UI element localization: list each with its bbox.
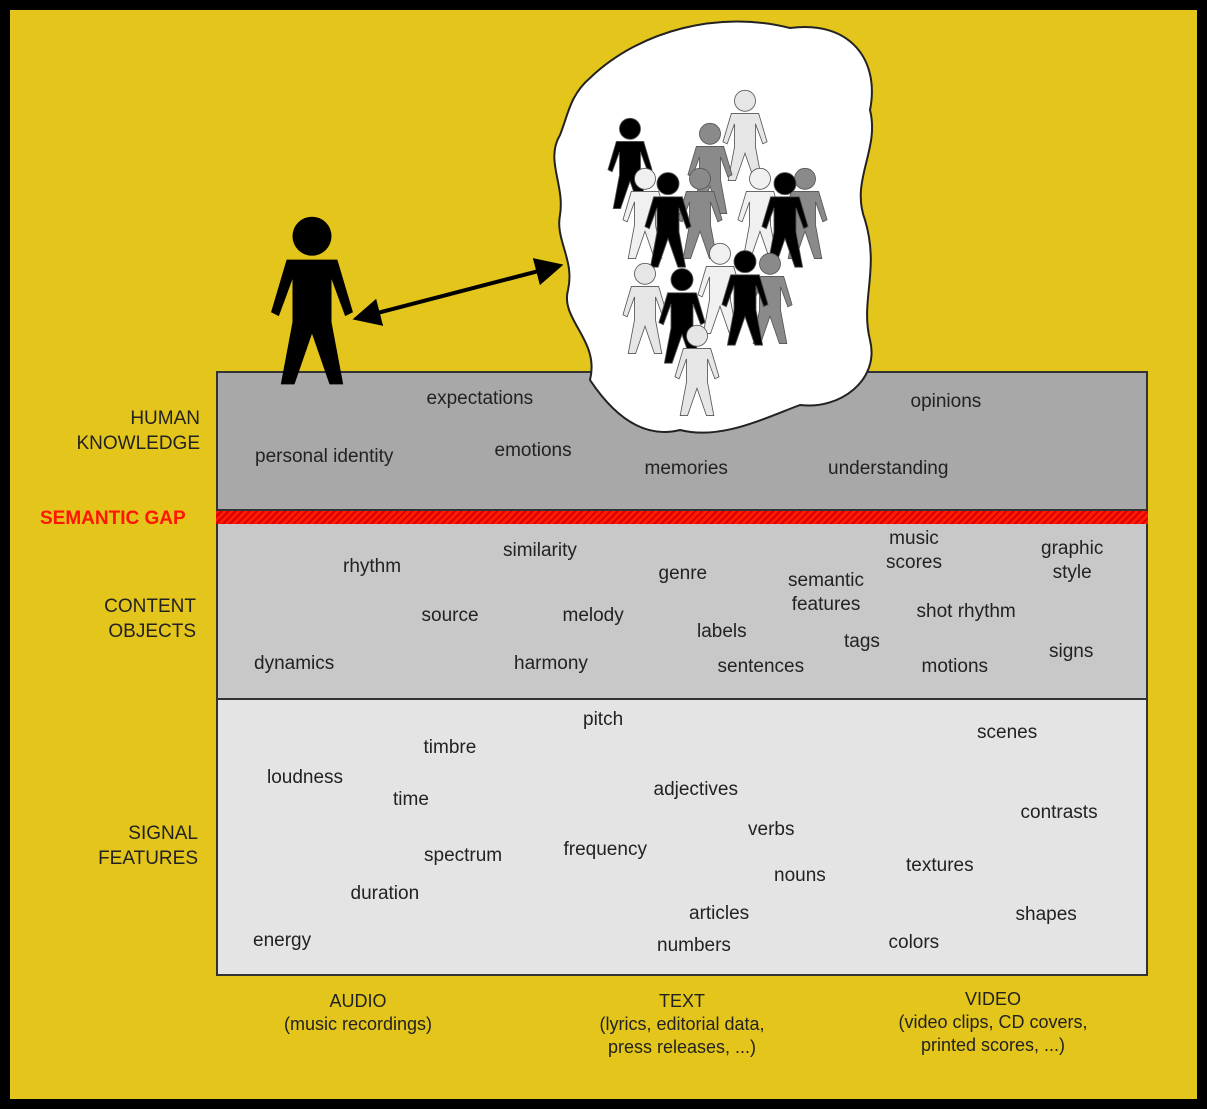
modality-title: TEXT [658, 991, 705, 1011]
signal-word: time [393, 789, 429, 810]
content-word: sentences [717, 656, 805, 677]
human-word: memories [644, 458, 728, 479]
signal-word: textures [906, 855, 974, 876]
signal-word: frequency [563, 839, 647, 860]
signal-word: contrasts [1020, 802, 1098, 823]
semantic-gap-bar [216, 511, 1148, 524]
content-word: harmony [514, 653, 588, 674]
signal-word: verbs [748, 819, 795, 840]
signal-word: nouns [774, 865, 826, 886]
human-word: personal identity [255, 446, 394, 467]
content-word: shot rhythm [916, 601, 1016, 622]
modality-subtitle: (video clips, CD covers, printed scores,… [898, 1012, 1088, 1055]
signal-word: spectrum [424, 845, 503, 866]
human-word: emotions [494, 440, 572, 461]
signal-word: pitch [583, 709, 624, 730]
level-label-content: CONTENT OBJECTS [104, 596, 196, 642]
modality-subtitle: (music recordings) [283, 1014, 433, 1034]
content-word: melody [562, 605, 624, 626]
signal-word: colors [888, 932, 940, 953]
content-word: dynamics [254, 653, 335, 674]
level-label-semantic-gap: SEMANTIC GAP [40, 508, 186, 529]
human-word: understanding [828, 458, 949, 479]
signal-word: timbre [423, 737, 477, 758]
signal-word: articles [689, 903, 750, 924]
signal-word: shapes [1015, 904, 1077, 925]
modality-title: AUDIO [329, 991, 387, 1011]
content-word: rhythm [343, 556, 402, 577]
content-word: motions [921, 656, 989, 677]
modality-audio: AUDIO (music recordings) [238, 990, 478, 1036]
human-word: expectations [426, 388, 534, 409]
content-word: labels [697, 621, 747, 642]
content-word: genre [658, 563, 708, 584]
content-word: tags [844, 631, 880, 652]
human-word: opinions [910, 391, 982, 412]
signal-word: duration [350, 883, 420, 904]
signal-word: numbers [657, 935, 731, 956]
person-figure-main [271, 216, 353, 385]
signal-word: scenes [977, 722, 1038, 743]
signal-word: loudness [267, 767, 344, 788]
connection-arrow [352, 258, 564, 326]
content-word: semantic features [788, 570, 865, 615]
modality-subtitle: (lyrics, editorial data, press releases,… [599, 1014, 765, 1057]
modality-title: VIDEO [964, 989, 1021, 1009]
modality-text: TEXT (lyrics, editorial data, press rele… [562, 990, 802, 1059]
content-objects-band [216, 524, 1148, 700]
modality-video: VIDEO (video clips, CD covers, printed s… [873, 988, 1113, 1057]
content-word: source [421, 605, 479, 626]
signal-word: adjectives [653, 779, 739, 800]
level-label-human: HUMAN KNOWLEDGE [76, 408, 200, 454]
level-label-signal: SIGNAL FEATURES [98, 823, 198, 869]
content-word: signs [1049, 641, 1094, 662]
content-word: music scores [886, 528, 942, 573]
content-word: similarity [503, 540, 577, 561]
signal-word: energy [253, 930, 312, 951]
signal-features-band [216, 700, 1148, 976]
content-word: graphic style [1041, 538, 1104, 583]
